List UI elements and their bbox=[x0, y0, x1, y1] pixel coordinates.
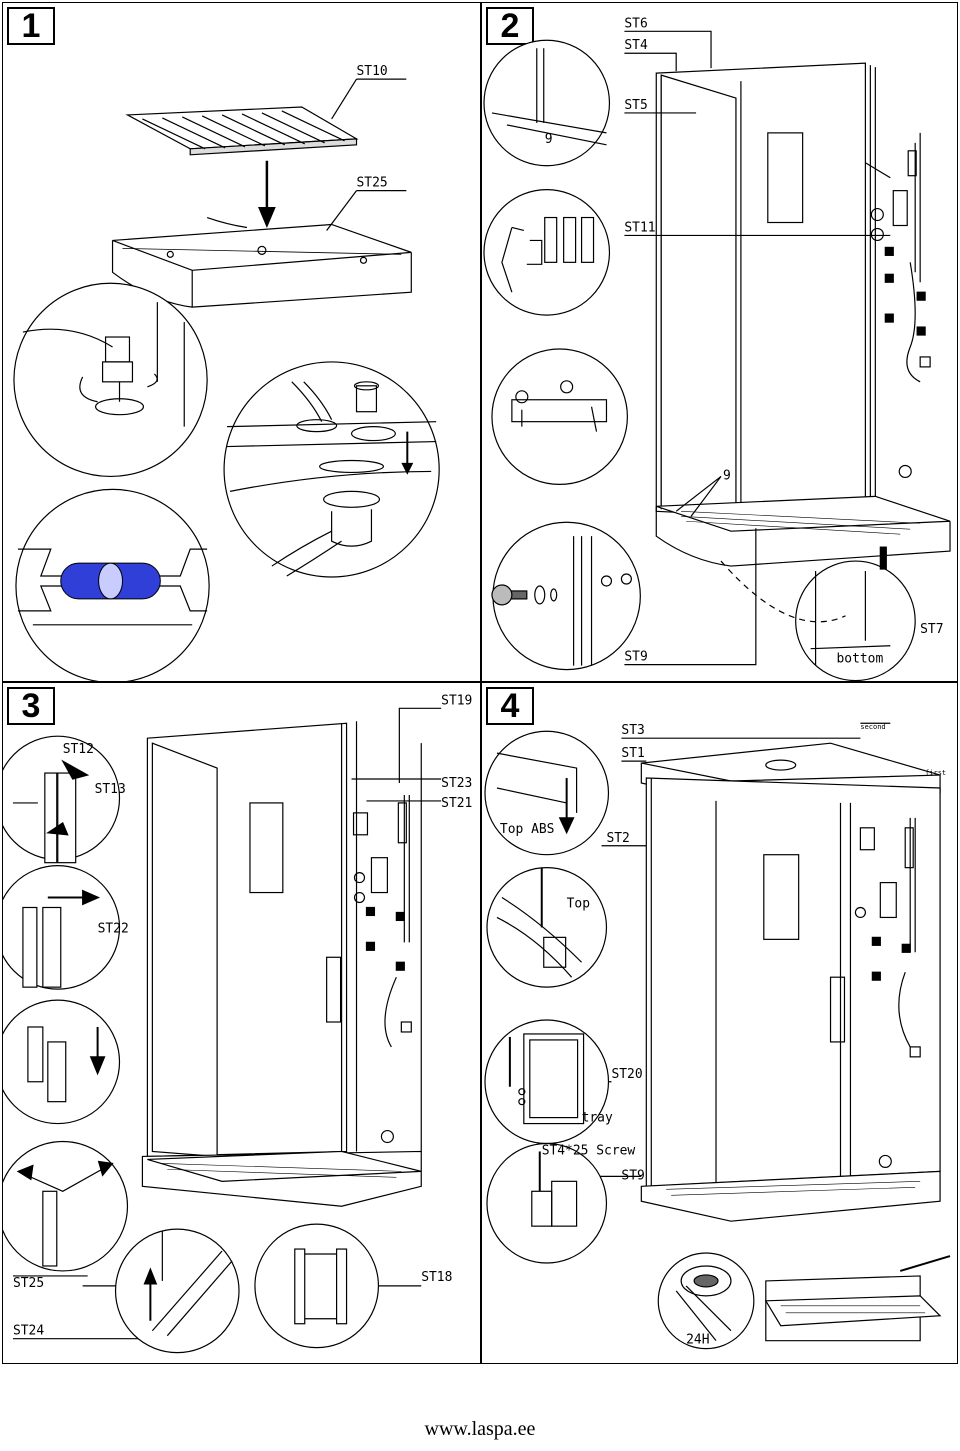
label-st10: ST10 bbox=[357, 64, 388, 79]
panel-4-artwork: ST3 second ST1 first Top ABS ST2 Top ST2… bbox=[484, 722, 951, 1350]
panel-4: 4 bbox=[481, 682, 958, 1364]
label-st2: ST2 bbox=[606, 831, 629, 846]
panel-2-artwork: ST6 ST4 ST5 ST11 9 9 ST7 bottom ST9 bbox=[483, 16, 951, 681]
label-bottom: bottom bbox=[837, 652, 884, 667]
label-st5: ST5 bbox=[624, 98, 647, 113]
panel-number: 1 bbox=[7, 7, 55, 45]
panel-number: 3 bbox=[7, 687, 55, 725]
label-st25: ST25 bbox=[357, 176, 388, 191]
label-9-detail: 9 bbox=[545, 132, 553, 147]
label-top: Top bbox=[567, 896, 590, 911]
shower-enclosure bbox=[141, 721, 422, 1207]
panel-3: 3 bbox=[2, 682, 481, 1364]
assembly-sheet: 1 bbox=[2, 2, 958, 1364]
label-st25: ST25 bbox=[13, 1276, 44, 1291]
label-second: second bbox=[860, 723, 885, 731]
shower-tray bbox=[111, 216, 412, 308]
label-st7: ST7 bbox=[920, 622, 943, 637]
footer-url: www.laspa.ee bbox=[424, 1418, 536, 1440]
panel-1: 1 bbox=[2, 2, 481, 682]
shower-enclosure bbox=[640, 742, 941, 1222]
label-st13: ST13 bbox=[95, 782, 126, 797]
label-st9: ST9 bbox=[621, 1168, 644, 1183]
floor-grate bbox=[125, 106, 359, 156]
label-st9: ST9 bbox=[624, 650, 647, 665]
label-st20: ST20 bbox=[611, 1067, 642, 1082]
panel-3-artwork: ST19 ST12 ST13 ST23 ST21 ST22 ST25 ST18 … bbox=[3, 693, 472, 1354]
label-st12: ST12 bbox=[63, 742, 94, 757]
label-tray: tray bbox=[582, 1111, 613, 1126]
label-24h: 24H bbox=[686, 1333, 709, 1348]
label-9: 9 bbox=[723, 468, 731, 483]
label-st1: ST1 bbox=[621, 746, 644, 761]
label-top-abs: Top ABS bbox=[500, 822, 555, 837]
shower-enclosure bbox=[655, 62, 951, 567]
label-st6: ST6 bbox=[624, 16, 647, 31]
label-screw: ST4*25 Screw bbox=[542, 1143, 636, 1158]
label-st18: ST18 bbox=[421, 1270, 452, 1285]
label-st3: ST3 bbox=[621, 723, 644, 738]
label-st24: ST24 bbox=[13, 1324, 44, 1339]
label-first: first bbox=[925, 769, 946, 777]
label-st11: ST11 bbox=[624, 220, 655, 235]
label-st23: ST23 bbox=[441, 776, 472, 791]
panel-number: 4 bbox=[486, 687, 534, 725]
label-st21: ST21 bbox=[441, 796, 472, 811]
panel-number: 2 bbox=[486, 7, 534, 45]
label-st19: ST19 bbox=[441, 693, 472, 708]
panel-2: 2 bbox=[481, 2, 958, 682]
label-st22: ST22 bbox=[98, 921, 129, 936]
panel-1-artwork: ST10 ST25 bbox=[13, 64, 440, 681]
label-st4: ST4 bbox=[624, 38, 648, 53]
